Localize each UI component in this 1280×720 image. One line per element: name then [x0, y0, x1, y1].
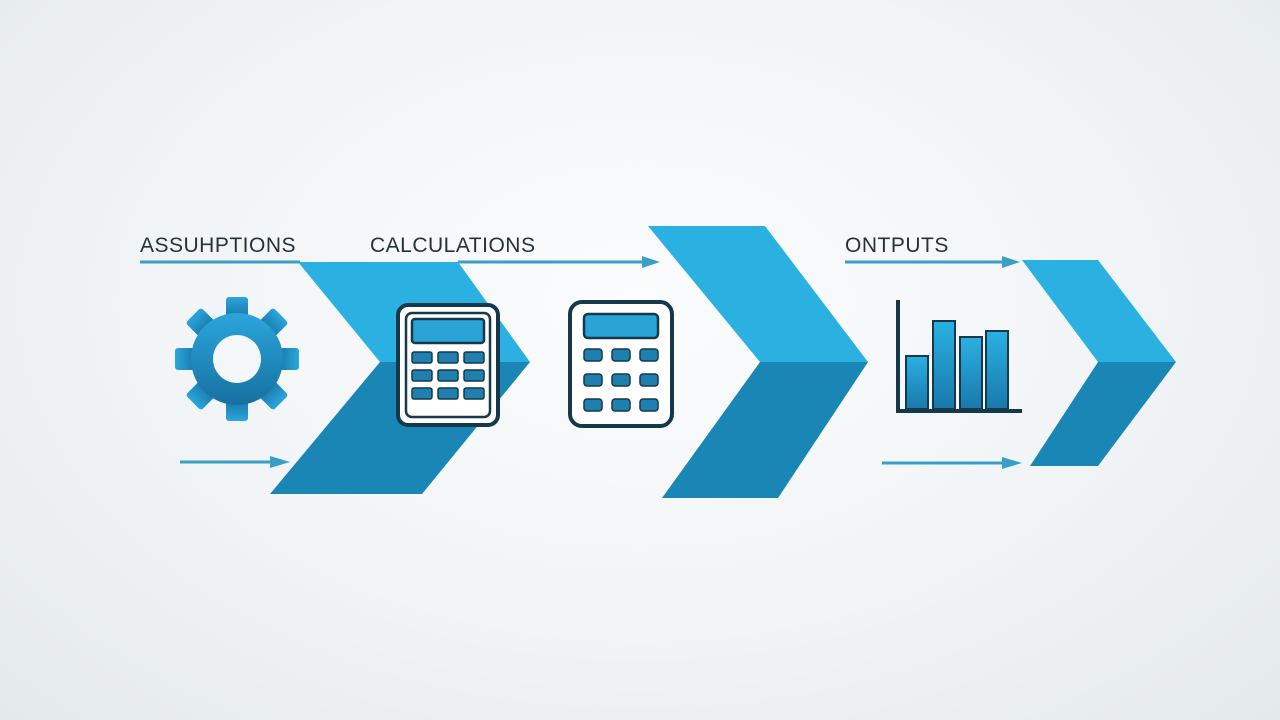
connector-lines: [140, 256, 1022, 469]
arrow-tip-bottom-3: [1002, 457, 1022, 469]
chevron-2: [648, 226, 868, 498]
stage-label-assumptions: ASSUHPTIONS: [140, 234, 296, 257]
calculator-icon: [568, 300, 674, 428]
chevron-3: [1022, 260, 1176, 466]
arrow-tip-top-3: [1002, 256, 1020, 268]
stage-label-calculations: CALCULATIONS: [370, 234, 535, 257]
gear-icon: [175, 297, 299, 421]
bar-chart-icon: [896, 300, 1022, 413]
stage-label-outputs: ONTPUTS: [845, 234, 949, 257]
arrow-tip-top-2: [642, 256, 660, 268]
arrow-tip-bottom-1: [270, 456, 290, 468]
calculator-icon: [396, 303, 500, 427]
